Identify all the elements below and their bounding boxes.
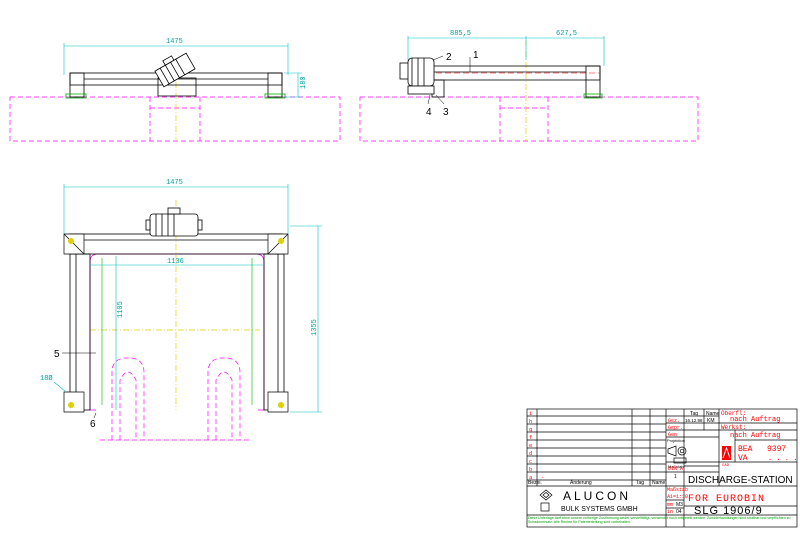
cad-logo-icon bbox=[722, 446, 731, 460]
part-label-4: 4 bbox=[426, 107, 432, 118]
va-value: . . . . . bbox=[768, 455, 800, 463]
massstab-value: A1=1:10 bbox=[667, 494, 688, 500]
hdr-tag: Tag bbox=[690, 411, 698, 417]
row-gen: Gen bbox=[668, 432, 677, 438]
din-label: DIN A bbox=[668, 466, 683, 472]
rev-letter: e bbox=[529, 442, 532, 449]
werkst-value: nach Auftrag bbox=[730, 432, 780, 440]
col-tag: Tag bbox=[636, 480, 644, 486]
col-name: Name bbox=[652, 480, 666, 486]
hdr-name: Name bbox=[706, 411, 720, 417]
frame-top-right bbox=[429, 65, 601, 98]
mm-value: M3 bbox=[676, 502, 683, 508]
part-label-3: 3 bbox=[443, 107, 449, 118]
rev-a-mark: - bbox=[541, 474, 544, 481]
din-value: 1 bbox=[674, 474, 677, 480]
mm-label: mm bbox=[667, 502, 673, 508]
row-gez: Gez. bbox=[668, 418, 680, 424]
legal-footer: Diese Unterlage darf ohne unsere vorheri… bbox=[528, 516, 791, 525]
massstab-small: Maßstab bbox=[668, 464, 684, 469]
drawing-title-line1: DISCHARGE-STATION bbox=[688, 475, 793, 486]
rev-letter: g bbox=[529, 426, 532, 433]
bea-label: BEA bbox=[738, 445, 753, 454]
rev-letter: b bbox=[529, 466, 532, 473]
motor-top-right bbox=[399, 57, 435, 95]
in-value: 04 bbox=[676, 509, 682, 515]
alucon-logo-icon bbox=[539, 489, 553, 512]
row-gez-name: KM bbox=[707, 418, 715, 424]
row-gez-date: 16.12.98 bbox=[685, 418, 703, 423]
rev-letter: f bbox=[529, 434, 532, 441]
front-view: 1475 1136 1105 1355 18Ø 5 6 bbox=[40, 179, 322, 441]
werkst-label: Werkst: bbox=[721, 424, 746, 431]
cad-label: CAD bbox=[722, 464, 730, 468]
rev-letter: c bbox=[529, 458, 532, 465]
rev-letter: a bbox=[529, 474, 533, 481]
dim-side-left: 885,5 bbox=[450, 30, 471, 38]
dim-side-right: 627,5 bbox=[556, 30, 577, 38]
part-label-6: 6 bbox=[90, 419, 96, 430]
part-label-5: 5 bbox=[54, 349, 60, 360]
drawing-title-line2: FOR EUROBIN bbox=[688, 494, 765, 505]
projection-symbol-icon bbox=[667, 445, 687, 457]
va-label: VA bbox=[738, 454, 748, 463]
row-gepr: Gepr. bbox=[668, 425, 683, 431]
dim-overall-height: 1355 bbox=[311, 319, 319, 336]
top-left-view: 1475 180 bbox=[9, 38, 341, 142]
projektion-label: Projektion bbox=[667, 438, 685, 443]
foundation-top-left bbox=[9, 96, 341, 142]
rev-letter: d bbox=[529, 450, 532, 457]
fork-pockets bbox=[100, 357, 250, 441]
title-block: i h g f e d c b a - Bezei. Änderung Tag … bbox=[526, 408, 800, 528]
bea-value: 9397 bbox=[767, 445, 786, 454]
motor-top-left bbox=[154, 52, 196, 88]
foundation-top-right bbox=[359, 96, 699, 142]
dim-top-height: 180 bbox=[300, 76, 308, 89]
rev-letter: i bbox=[529, 410, 533, 417]
dim-inner-height: 1105 bbox=[117, 301, 125, 318]
revision-rows: i h g f e d c b a - Bezei. Änderung Tag … bbox=[528, 410, 666, 486]
company-sub: BULK SYSTEMS GMBH bbox=[561, 506, 638, 513]
motor-front bbox=[145, 207, 203, 237]
part-label-2: 2 bbox=[446, 52, 452, 63]
massstab-label: Maßstab bbox=[667, 487, 688, 493]
oberfl-value: nach Auftrag bbox=[730, 416, 780, 424]
col-aenderung: Änderung bbox=[570, 479, 592, 486]
drawing-number: SLG 1906/9 bbox=[694, 505, 763, 517]
dim-front-width: 1475 bbox=[166, 179, 183, 187]
rev-letter: h bbox=[529, 418, 532, 425]
dim-corner: 18Ø bbox=[40, 374, 53, 383]
dim-top-width: 1475 bbox=[166, 38, 183, 46]
company-name: ALUCON bbox=[563, 489, 631, 503]
in-label: in bbox=[667, 509, 673, 515]
top-right-view: 885,5 627,5 1 2 3 4 bbox=[359, 30, 699, 142]
dim-inner-width: 1136 bbox=[167, 258, 184, 266]
part-label-1: 1 bbox=[473, 50, 479, 61]
oberfl-label: Oberfl: bbox=[721, 410, 746, 417]
col-bezeichnung: Bezei. bbox=[528, 480, 542, 486]
